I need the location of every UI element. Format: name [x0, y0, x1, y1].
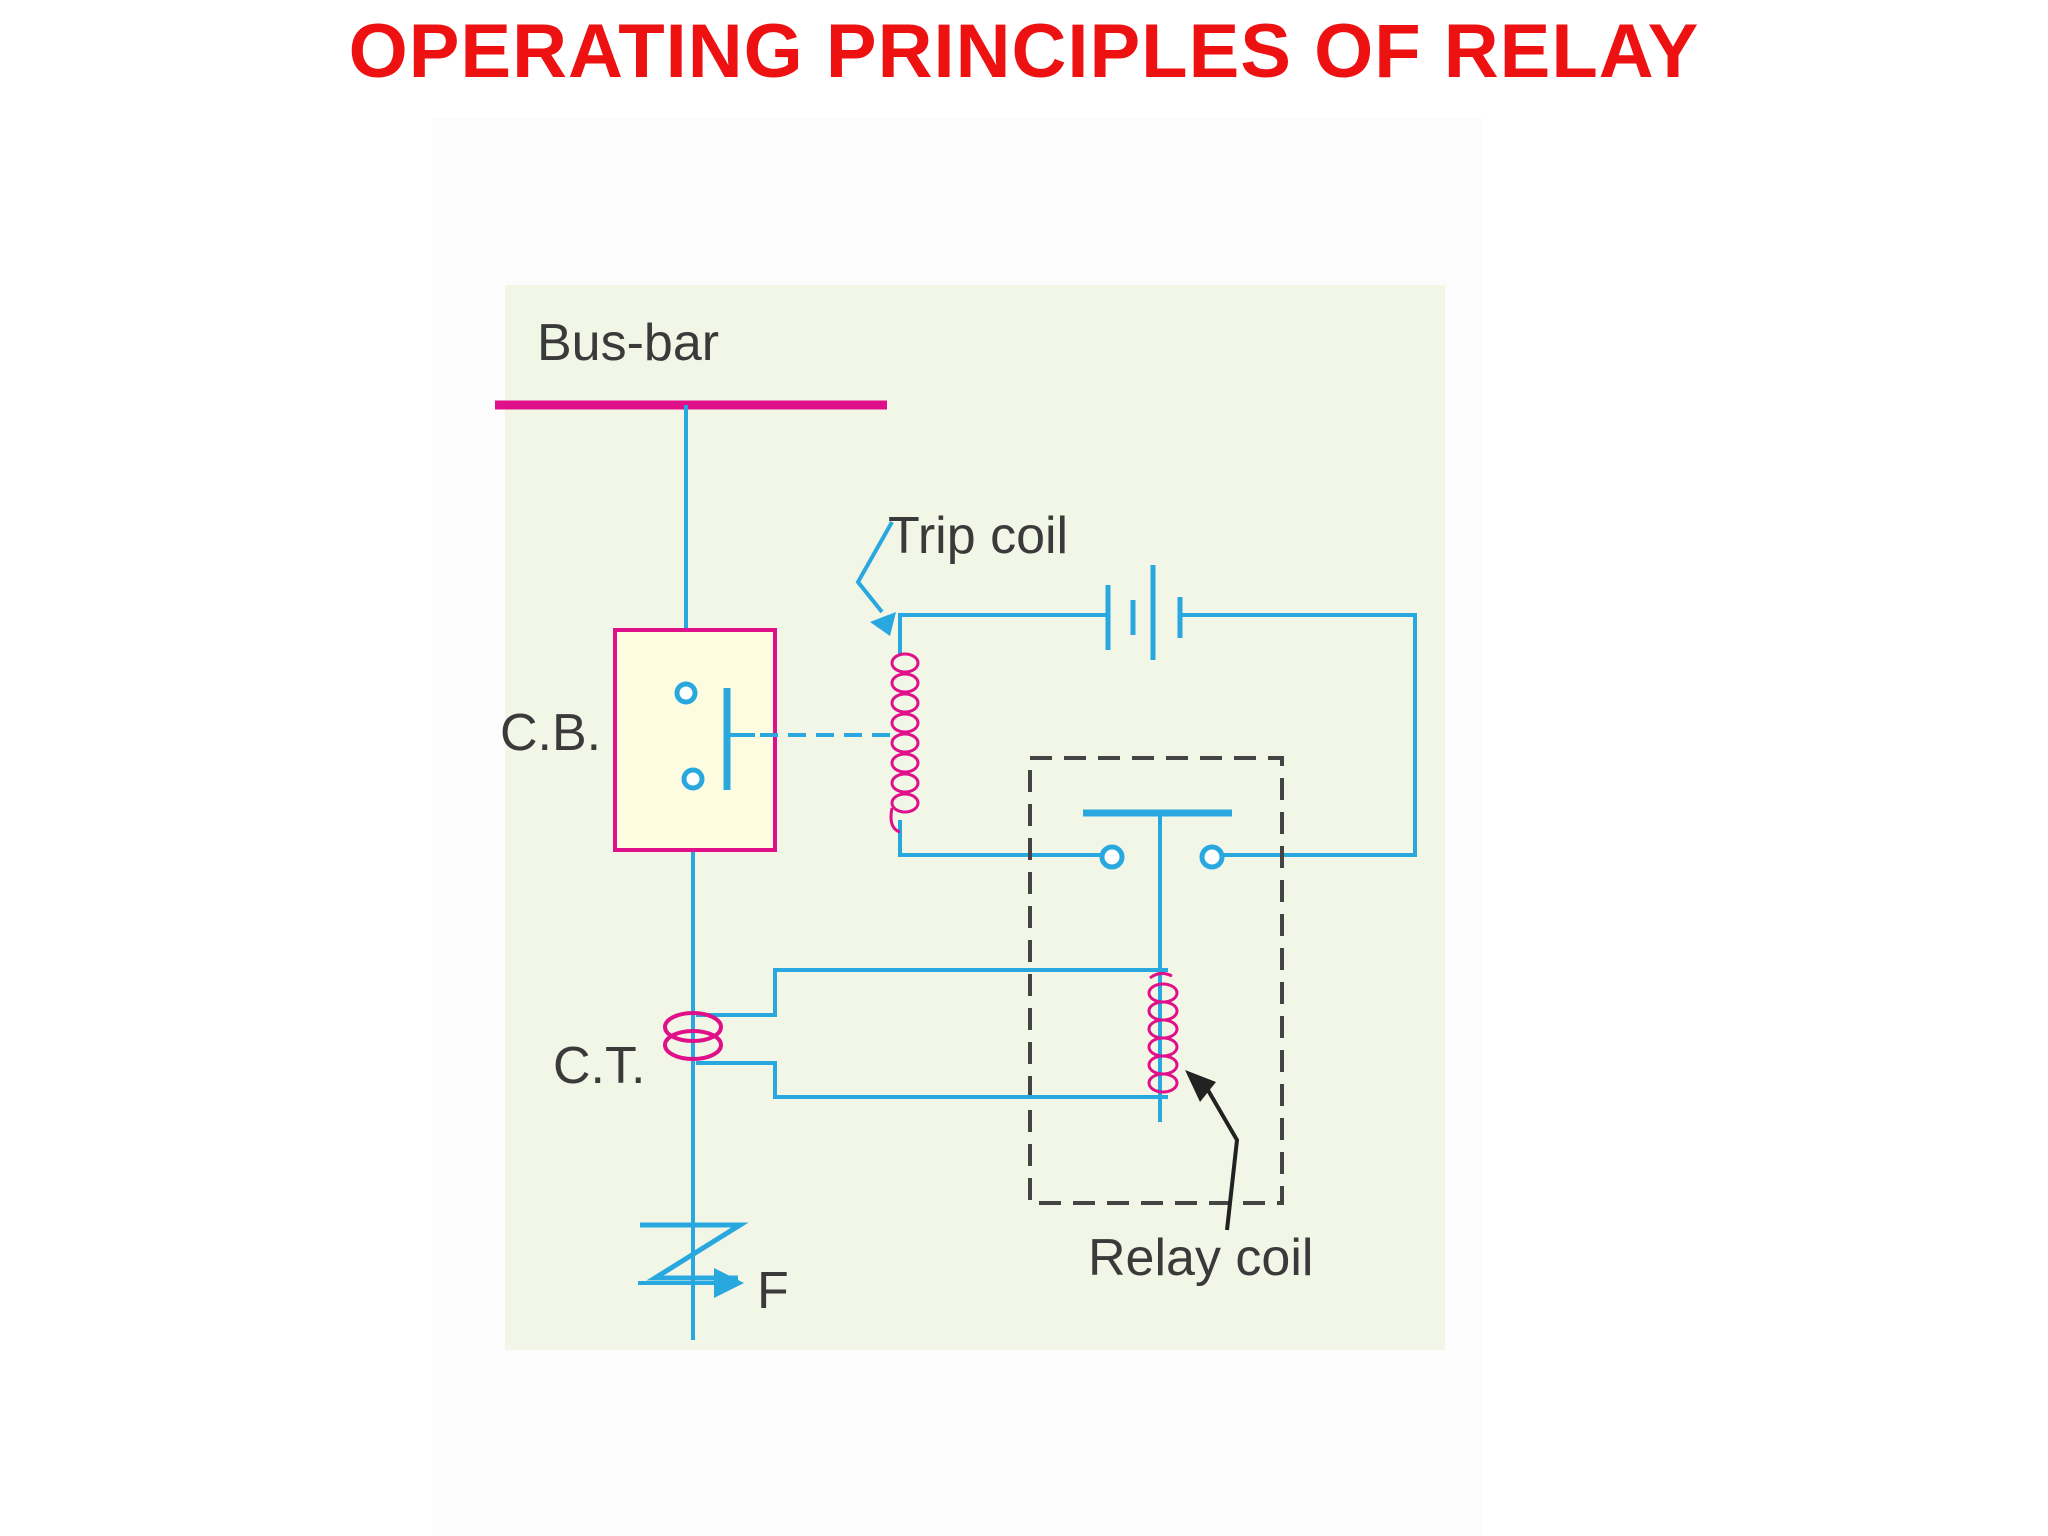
trip-coil-arrowhead [870, 612, 896, 636]
cb-contact-top [674, 681, 698, 705]
fault-label: F [757, 1262, 789, 1320]
circuit-breaker-box [613, 628, 777, 852]
cb-contact-bottom [681, 767, 705, 791]
battery-icon [1105, 565, 1183, 660]
relay-coil-label: Relay coil [1088, 1229, 1313, 1287]
trip-circuit-right-wire [1180, 613, 1417, 857]
trip-circuit-top-wire [898, 613, 1108, 655]
trip-coil-label: Trip coil [888, 507, 1068, 565]
relay-contact-right [1199, 844, 1225, 870]
fault-arrow-icon [638, 1222, 749, 1298]
ct-icon [663, 1011, 723, 1061]
relay-coil-arrowhead [1185, 1070, 1216, 1102]
ct-label: C.T. [553, 1037, 645, 1095]
relay-contact-left [1099, 844, 1125, 870]
ct-secondary-top-wire [696, 968, 1168, 1017]
cb-label: C.B. [500, 704, 601, 762]
bus-bar-label: Bus-bar [537, 314, 719, 372]
slide-title: OPERATING PRINCIPLES OF RELAY [348, 9, 1700, 94]
trip-coil-pointer [855, 521, 894, 614]
ct-secondary-bottom-wire [696, 1061, 1168, 1099]
relay-enclosure [1028, 756, 1284, 1205]
relay-coil-pointer [1203, 1083, 1240, 1231]
relay-coil-icon [1147, 971, 1179, 1094]
trip-coil-icon [889, 652, 920, 834]
